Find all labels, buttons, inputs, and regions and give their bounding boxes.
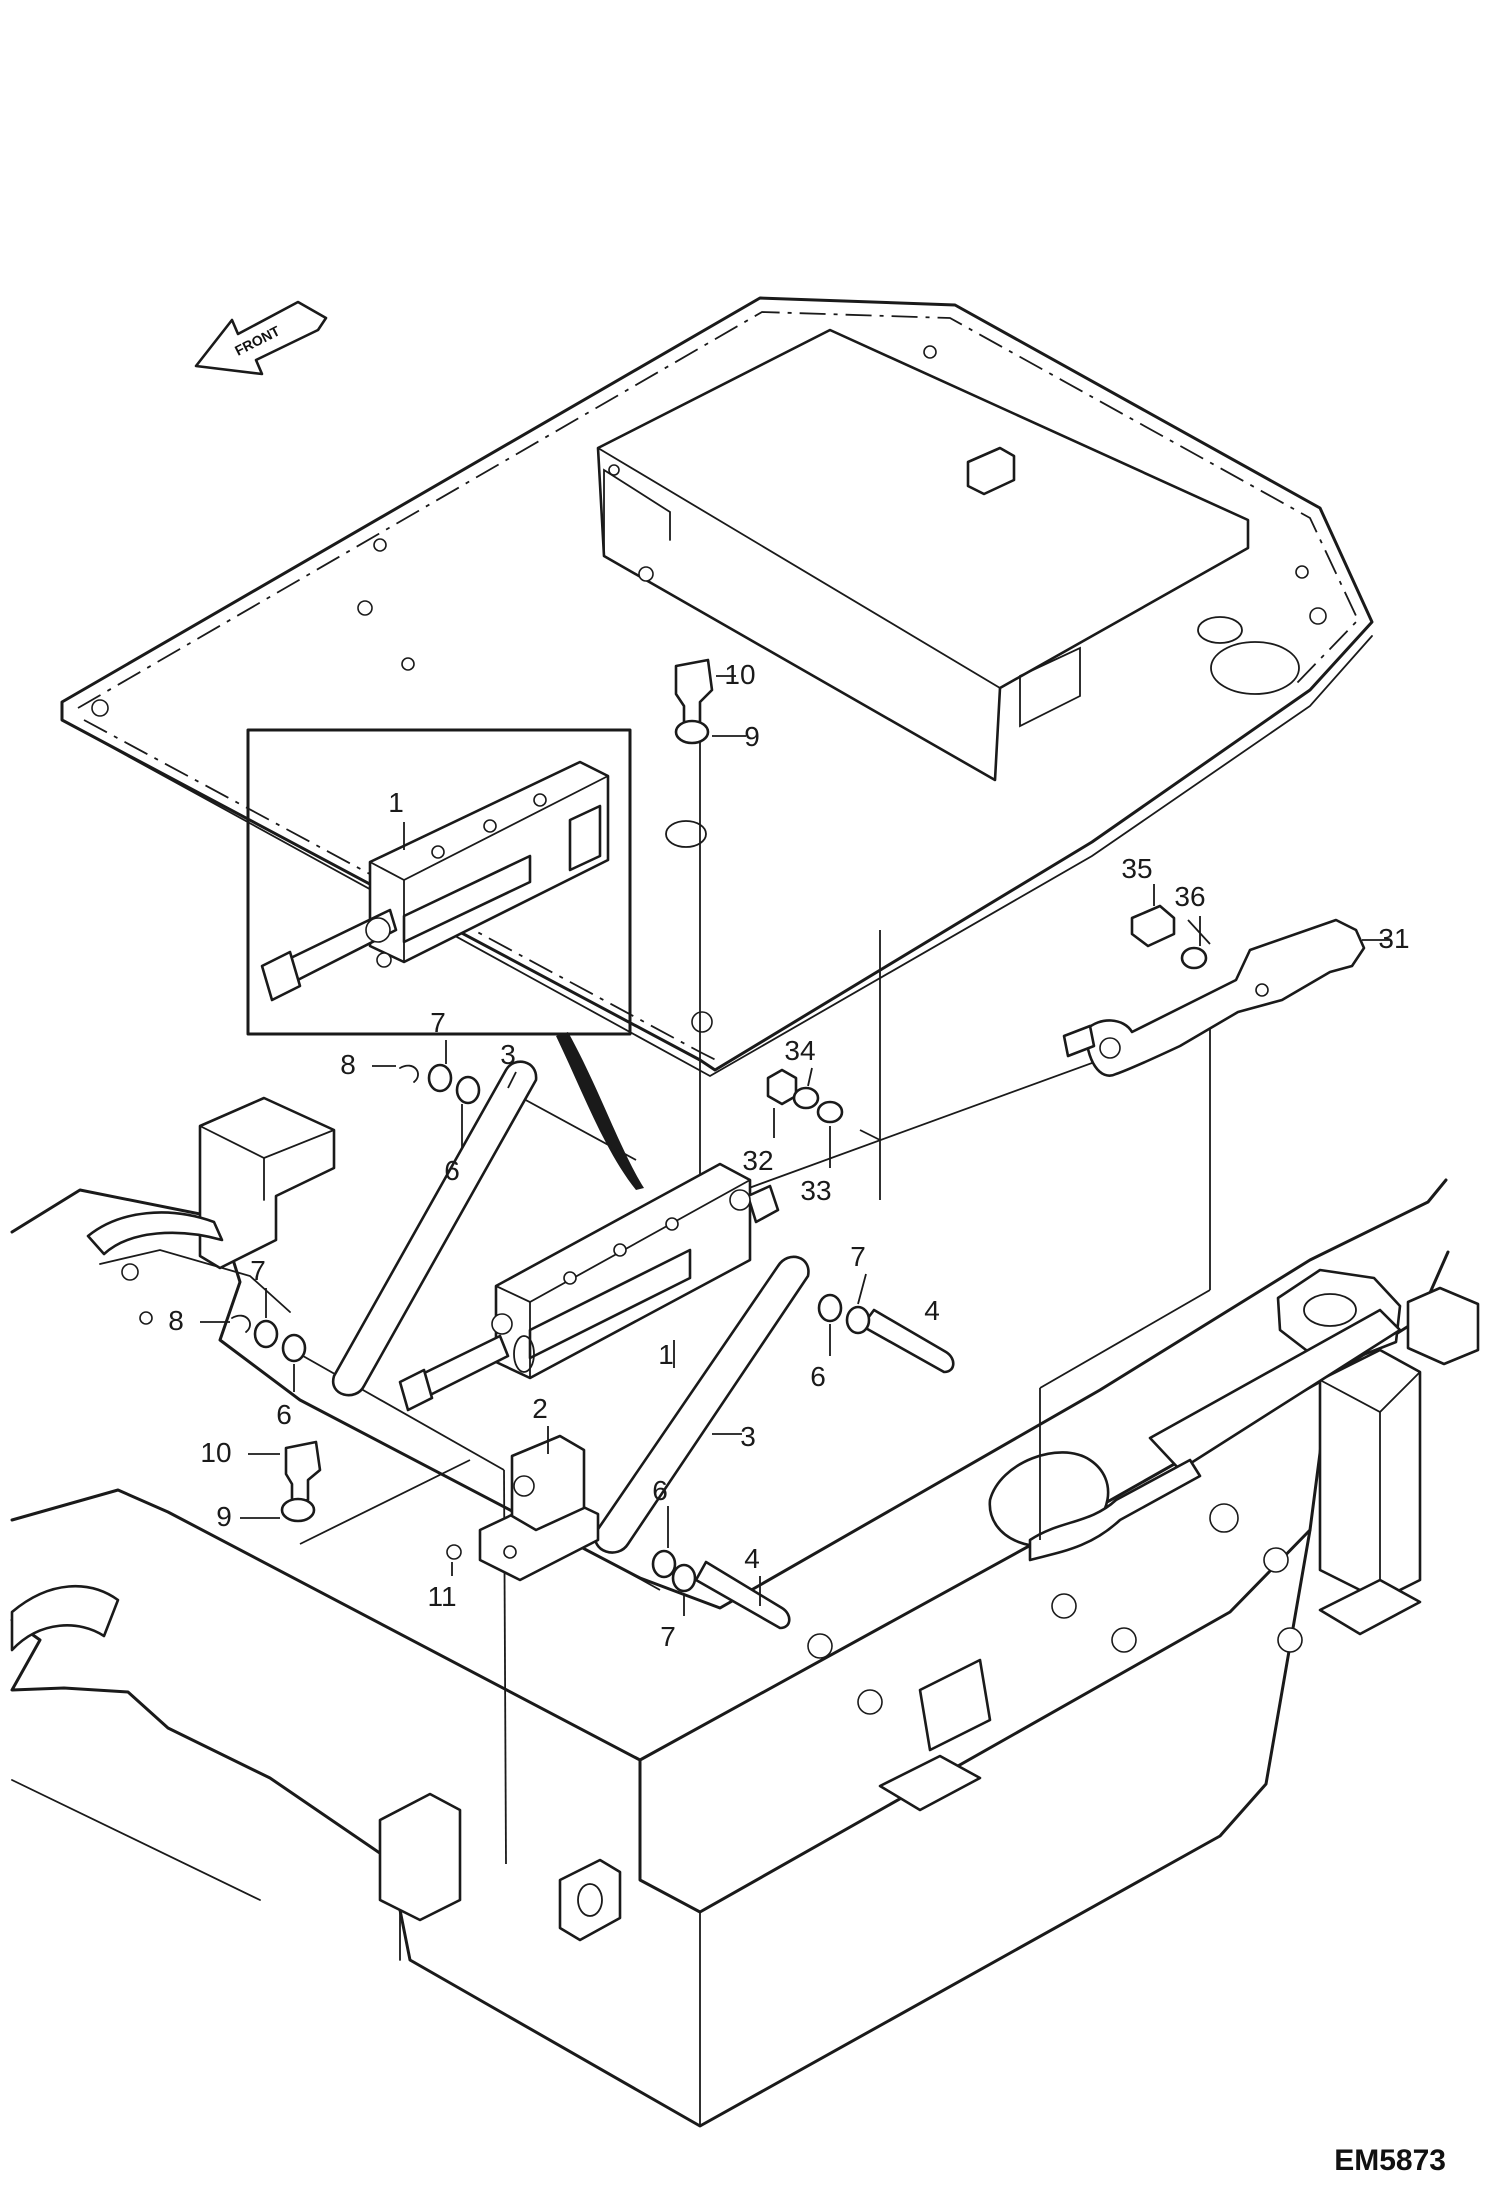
callout-leaders bbox=[200, 675, 1390, 1616]
callout-c6b: 6 bbox=[276, 1399, 292, 1430]
washer-36 bbox=[1180, 946, 1208, 970]
plate-hole bbox=[665, 820, 707, 848]
callout-c6d: 6 bbox=[652, 1475, 668, 1506]
drawing-code: EM5873 bbox=[1334, 2144, 1446, 2177]
callout-c34: 34 bbox=[784, 1035, 815, 1066]
clip-8a bbox=[399, 1064, 419, 1083]
washer-33 bbox=[816, 1100, 844, 1124]
washer-7c bbox=[845, 1305, 871, 1335]
front-direction-arrow: FRONT bbox=[194, 300, 328, 376]
detail-inset bbox=[246, 728, 632, 1036]
callout-c1a: 1 bbox=[388, 787, 404, 818]
washer-7a bbox=[427, 1063, 453, 1093]
cylinder-1 bbox=[398, 1162, 780, 1412]
callout-c10b: 10 bbox=[200, 1437, 231, 1468]
washer-9-lower bbox=[280, 1497, 316, 1523]
washer-7b bbox=[253, 1319, 279, 1349]
callout-c2: 2 bbox=[532, 1393, 548, 1424]
bolt-10-lower bbox=[284, 1440, 322, 1506]
bracket-2 bbox=[478, 1434, 600, 1582]
callout-c31: 31 bbox=[1378, 923, 1409, 954]
callout-c32: 32 bbox=[742, 1145, 773, 1176]
main-frame bbox=[10, 1096, 1480, 2128]
nipple-11 bbox=[446, 1544, 462, 1560]
callout-c9b: 9 bbox=[216, 1501, 232, 1532]
callout-c4a: 4 bbox=[924, 1295, 940, 1326]
callout-c35: 35 bbox=[1121, 853, 1152, 884]
clip-8b bbox=[231, 1314, 251, 1333]
washer-7d bbox=[671, 1563, 697, 1593]
callout-c6a: 6 bbox=[444, 1155, 460, 1186]
pin-4-right bbox=[860, 1308, 955, 1374]
washer-6b bbox=[281, 1333, 307, 1363]
bolt-35 bbox=[1130, 904, 1176, 948]
callout-c4b: 4 bbox=[744, 1543, 760, 1574]
callout-c7c: 7 bbox=[850, 1241, 866, 1272]
callout-c3a: 3 bbox=[500, 1039, 516, 1070]
washer-9-top bbox=[674, 719, 710, 745]
link-3-upper bbox=[331, 1060, 538, 1397]
callout-c7b: 7 bbox=[250, 1255, 266, 1286]
callout-c11: 11 bbox=[427, 1581, 456, 1612]
callout-c36: 36 bbox=[1174, 881, 1205, 912]
washer-6d bbox=[651, 1549, 677, 1579]
callout-c7a: 7 bbox=[430, 1007, 446, 1038]
washer-34 bbox=[792, 1086, 820, 1110]
callout-c33: 33 bbox=[800, 1175, 831, 1206]
callout-c8b: 8 bbox=[168, 1305, 184, 1336]
callout-c3b: 3 bbox=[740, 1421, 756, 1452]
callout-c6c: 6 bbox=[810, 1361, 826, 1392]
callout-c1b: 1 bbox=[658, 1339, 674, 1370]
pin-4-lower bbox=[694, 1560, 791, 1630]
link-3-lower bbox=[593, 1255, 810, 1554]
washer-6a bbox=[455, 1075, 481, 1105]
callout-c7d: 7 bbox=[660, 1621, 676, 1652]
callout-c10a: 10 bbox=[724, 659, 755, 690]
nut-32 bbox=[766, 1068, 798, 1106]
cover-box bbox=[596, 328, 1250, 782]
callout-c9a: 9 bbox=[744, 721, 760, 752]
inset-pointer bbox=[556, 1032, 644, 1190]
lever-31 bbox=[1062, 918, 1366, 1077]
callout-c8a: 8 bbox=[340, 1049, 356, 1080]
washer-6c bbox=[817, 1293, 843, 1323]
bolt-10-top bbox=[674, 658, 714, 732]
callout-numbers: 10 9 1 35 36 31 7 8 3 34 6 32 33 7 7 8 4 1 6 6 2 3 10 6 9 4 11 7 bbox=[168, 659, 1409, 1652]
